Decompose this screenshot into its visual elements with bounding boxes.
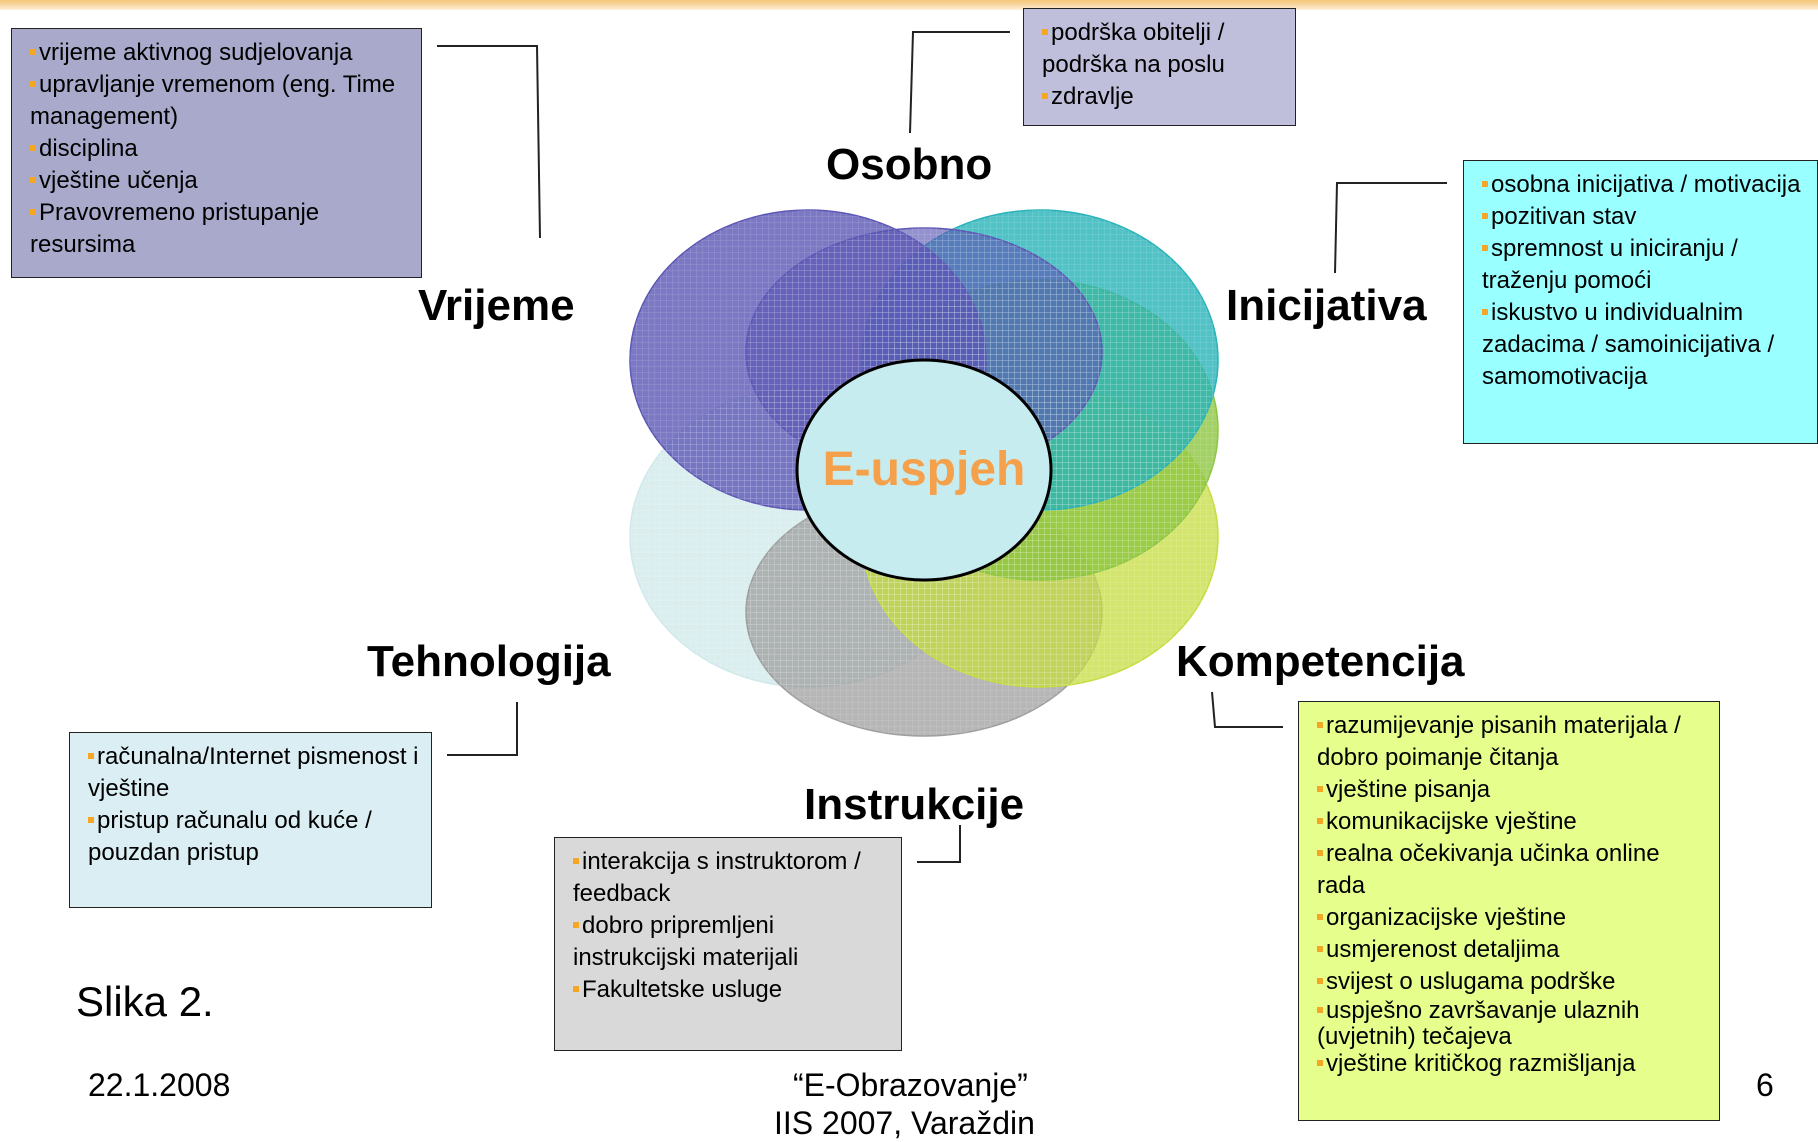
list-item: komunikacijske vještine xyxy=(1317,806,1709,838)
list-item: vrijeme aktivnog sudjelovanja xyxy=(30,37,411,69)
list-item: svijest o uslugama podrške xyxy=(1317,966,1709,998)
list-item: vještine učenja xyxy=(30,165,411,197)
list-item: vještine pisanja xyxy=(1317,774,1709,806)
list-item: usmjerenost detaljima xyxy=(1317,934,1709,966)
osobno-box: podrška obitelji / podrška na poslu zdra… xyxy=(1023,8,1296,126)
list-item: disciplina xyxy=(30,133,411,165)
vrijeme-list: vrijeme aktivnog sudjelovanja upravljanj… xyxy=(30,37,411,261)
list-item: vještine kritičkog razmišljanja xyxy=(1317,1050,1709,1078)
list-item: dobro pripremljeni instrukcijski materij… xyxy=(573,910,891,974)
connector-osobno xyxy=(909,31,1010,134)
connector-inicijativa xyxy=(1334,182,1447,274)
inicijativa-list: osobna inicijativa / motivacija pozitiva… xyxy=(1482,169,1807,393)
instrukcije-list: interakcija s instruktorom / feedback do… xyxy=(573,846,891,1006)
connector-tehnologija xyxy=(447,702,518,756)
list-item: osobna inicijativa / motivacija xyxy=(1482,169,1807,201)
footer-title: “E-Obrazovanje” xyxy=(793,1067,1028,1103)
footer-date: 22.1.2008 xyxy=(88,1067,231,1103)
connector-vrijeme xyxy=(437,45,541,239)
connector-instrukcije xyxy=(917,825,961,863)
center-label: E-uspjeh xyxy=(823,443,1026,496)
list-item: razumijevanje pisanih materijala / dobro… xyxy=(1317,710,1709,774)
tehnologija-box: računalna/Internet pismenost i vještine … xyxy=(69,732,432,908)
list-item: podrška obitelji / podrška na poslu xyxy=(1042,17,1285,81)
list-item: spremnost u iniciranju / traženju pomoći xyxy=(1482,233,1807,297)
list-item: uspješno završavanje ulaznih (uvjetnih) … xyxy=(1317,998,1709,1050)
inicijativa-box: osobna inicijativa / motivacija pozitiva… xyxy=(1463,160,1818,444)
list-item: realna očekivanja učinka online rada xyxy=(1317,838,1709,902)
list-item: Pravovremeno pristupanje resursima xyxy=(30,197,411,261)
list-item: interakcija s instruktorom / feedback xyxy=(573,846,891,910)
connector-kompetencija xyxy=(1211,691,1283,728)
list-item: Fakultetske usluge xyxy=(573,974,891,1006)
header-bar xyxy=(0,0,1818,10)
center-ellipse xyxy=(795,358,1053,582)
list-item: pristup računalu od kuće / pouzdan prist… xyxy=(88,805,421,869)
osobno-list: podrška obitelji / podrška na poslu zdra… xyxy=(1042,17,1285,113)
list-item: računalna/Internet pismenost i vještine xyxy=(88,741,421,805)
page-number: 6 xyxy=(1756,1067,1774,1103)
tehnologija-list: računalna/Internet pismenost i vještine … xyxy=(88,741,421,869)
kompetencija-label: Kompetencija xyxy=(1176,637,1465,686)
vrijeme-box: vrijeme aktivnog sudjelovanja upravljanj… xyxy=(11,28,422,278)
list-item: iskustvo u individualnim zadacima / samo… xyxy=(1482,297,1807,393)
kompetencija-list: razumijevanje pisanih materijala / dobro… xyxy=(1317,710,1709,1078)
instrukcije-box: interakcija s instruktorom / feedback do… xyxy=(554,837,902,1051)
instrukcije-label: Instrukcije xyxy=(804,780,1025,829)
tehnologija-label: Tehnologija xyxy=(367,637,611,686)
kompetencija-box: razumijevanje pisanih materijala / dobro… xyxy=(1298,701,1720,1121)
footer-subtitle: IIS 2007, Varaždin xyxy=(774,1105,1035,1141)
vrijeme-label: Vrijeme xyxy=(418,281,575,330)
list-item: pozitivan stav xyxy=(1482,201,1807,233)
inicijativa-label: Inicijativa xyxy=(1226,281,1427,330)
figure-caption: Slika 2. xyxy=(76,978,214,1025)
list-item: upravljanje vremenom (eng. Time manageme… xyxy=(30,69,411,133)
connector-lines xyxy=(437,31,1447,863)
list-item: zdravlje xyxy=(1042,81,1285,113)
osobno-label: Osobno xyxy=(826,140,993,189)
list-item: organizacijske vještine xyxy=(1317,902,1709,934)
